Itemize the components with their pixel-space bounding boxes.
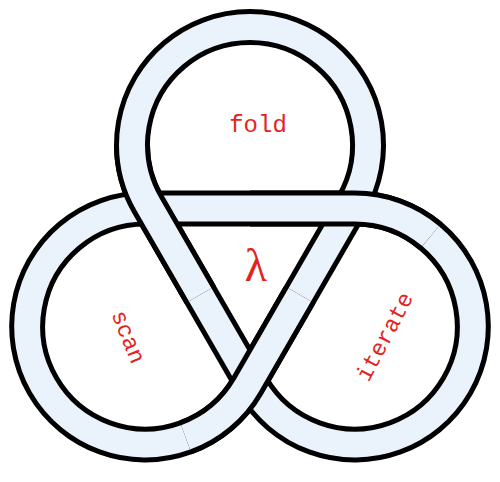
knot-band bbox=[250, 209, 431, 237]
lobe-label-box: iterate bbox=[353, 289, 419, 385]
lambda-symbol-box: λ bbox=[245, 243, 267, 289]
knot-over-strands bbox=[132, 145, 431, 437]
lobe-label: fold bbox=[229, 112, 287, 139]
knot-outline bbox=[186, 295, 300, 438]
lambda-symbol: λ bbox=[245, 240, 267, 291]
knot-outline bbox=[132, 145, 200, 295]
knot-band bbox=[186, 295, 300, 438]
knot-base bbox=[27, 27, 473, 445]
lobe-label: iterate bbox=[351, 288, 419, 386]
knot-band bbox=[27, 27, 473, 445]
lobe-label-box: scan bbox=[106, 307, 148, 367]
knot-band bbox=[132, 145, 200, 295]
lobe-label-box: fold bbox=[229, 114, 287, 138]
knot-outline bbox=[250, 209, 431, 237]
knot-outline bbox=[27, 27, 473, 445]
lobe-label: scan bbox=[105, 306, 150, 367]
